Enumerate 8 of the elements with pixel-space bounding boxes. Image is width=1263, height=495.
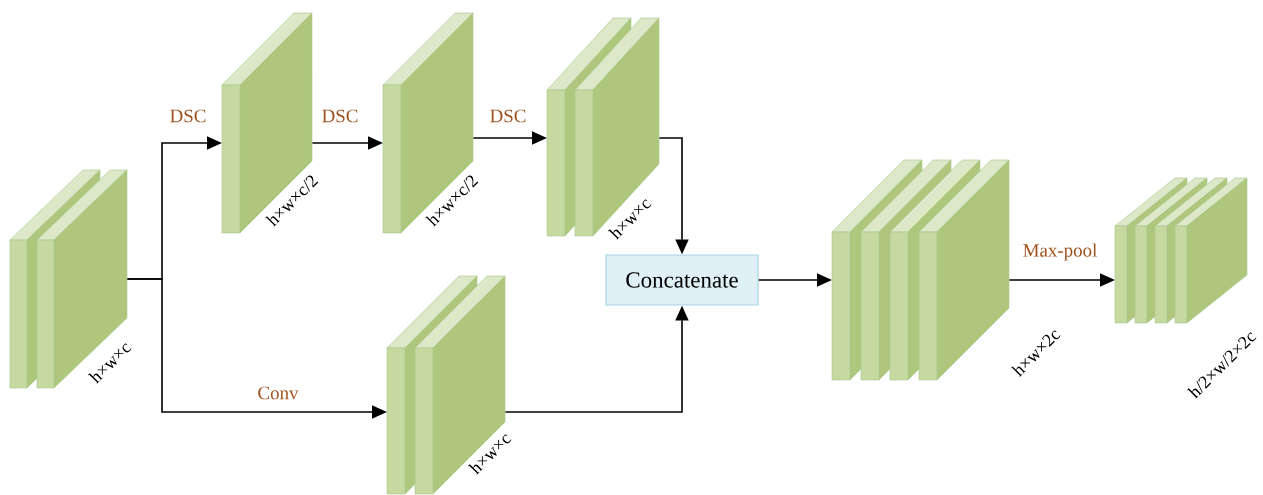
- edge-label: Conv: [258, 386, 299, 400]
- edge-label: DSC: [170, 109, 206, 123]
- feature-map-drawing: [831, 159, 1010, 381]
- edge-label: Max-pool: [1023, 243, 1097, 261]
- process-box: Concatenate: [605, 254, 759, 306]
- edge-label: DSC: [322, 109, 358, 123]
- feature-map-drawing: [1114, 177, 1248, 324]
- edge-label: DSC: [490, 109, 526, 123]
